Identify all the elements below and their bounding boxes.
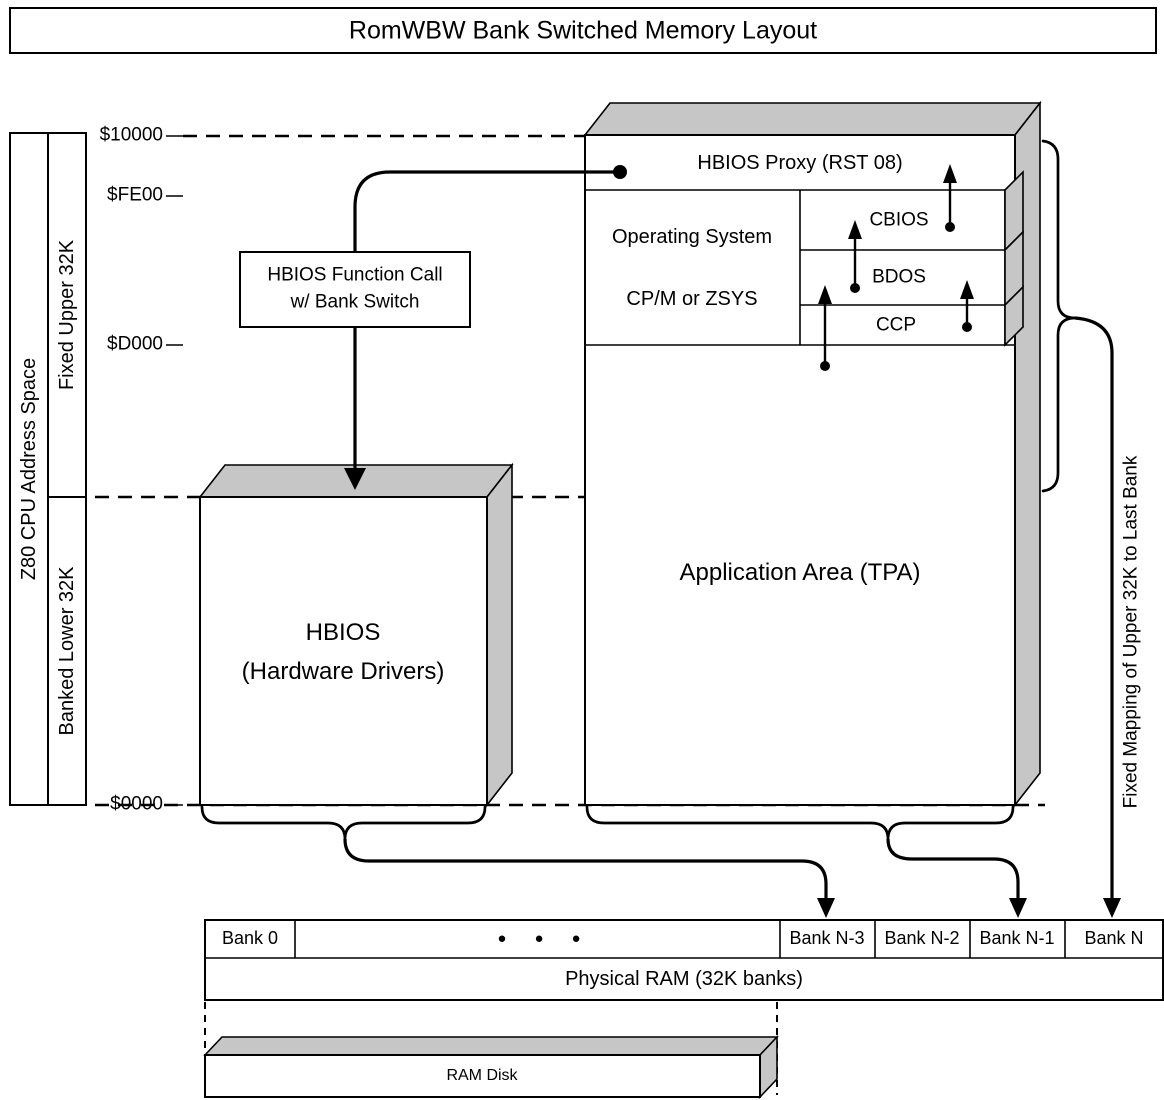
upper32k-brace [1041, 139, 1077, 493]
bdos-label: BDOS [872, 266, 926, 288]
address-label-10000: $10000 [99, 124, 163, 146]
hbios-subtitle: (Hardware Drivers) [241, 657, 445, 685]
bank-dots: ●●● [497, 929, 609, 947]
bank-n2-label: Bank N-2 [884, 928, 960, 949]
address-label-fe00: $FE00 [107, 184, 163, 206]
physical-ram-label: Physical RAM (32K banks) [565, 968, 803, 990]
slab-edges [1004, 170, 1024, 347]
bank-n3-label: Bank N-3 [789, 928, 865, 949]
tpa-to-bank-brace [585, 805, 1027, 918]
sidebar-boxes [9, 132, 87, 806]
tpa-label: Application Area (TPA) [679, 558, 921, 586]
banked-lower-label: Banked Lower 32K [56, 566, 78, 736]
operating-system-label: Operating System [611, 226, 773, 248]
ram-disk-extent-dashes [204, 1002, 778, 1095]
z80-address-space-label: Z80 CPU Address Space [18, 357, 40, 581]
hbios-proxy-label: HBIOS Proxy (RST 08) [697, 152, 903, 174]
system-3d-box [583, 100, 1042, 808]
function-call-line2: w/ Bank Switch [290, 291, 420, 313]
os-variant-label: CP/M or ZSYS [626, 288, 758, 310]
address-label-0000: $0000 [110, 793, 163, 815]
page-title: RomWBW Bank Switched Memory Layout [348, 16, 818, 45]
fixed-mapping-label: Fixed Mapping of Upper 32K to Last Bank [1120, 455, 1142, 809]
function-call-line1: HBIOS Function Call [267, 264, 443, 286]
hbios-to-bank-brace [200, 805, 835, 918]
fixed-mapping-arrow [1074, 316, 1121, 918]
bank-n1-label: Bank N-1 [979, 928, 1055, 949]
fixed-upper-label: Fixed Upper 32K [56, 239, 78, 391]
function-call-box [239, 251, 471, 328]
cbios-label: CBIOS [869, 209, 929, 231]
ram-disk-3d-box [203, 1034, 779, 1100]
hbios-title: HBIOS [305, 618, 381, 646]
bank-dividers [205, 920, 1163, 959]
bank-0-label: Bank 0 [221, 928, 279, 949]
proxy-to-hbios-arrow [344, 165, 627, 490]
address-ticks [166, 135, 183, 806]
ram-disk-label: RAM Disk [446, 1067, 518, 1085]
bank-n-label: Bank N [1084, 928, 1144, 949]
physical-ram-box [204, 919, 1164, 1001]
title-box [9, 7, 1157, 54]
ccp-label: CCP [875, 314, 917, 336]
address-label-d000: $D000 [107, 333, 163, 355]
os-call-arrows [818, 164, 974, 371]
